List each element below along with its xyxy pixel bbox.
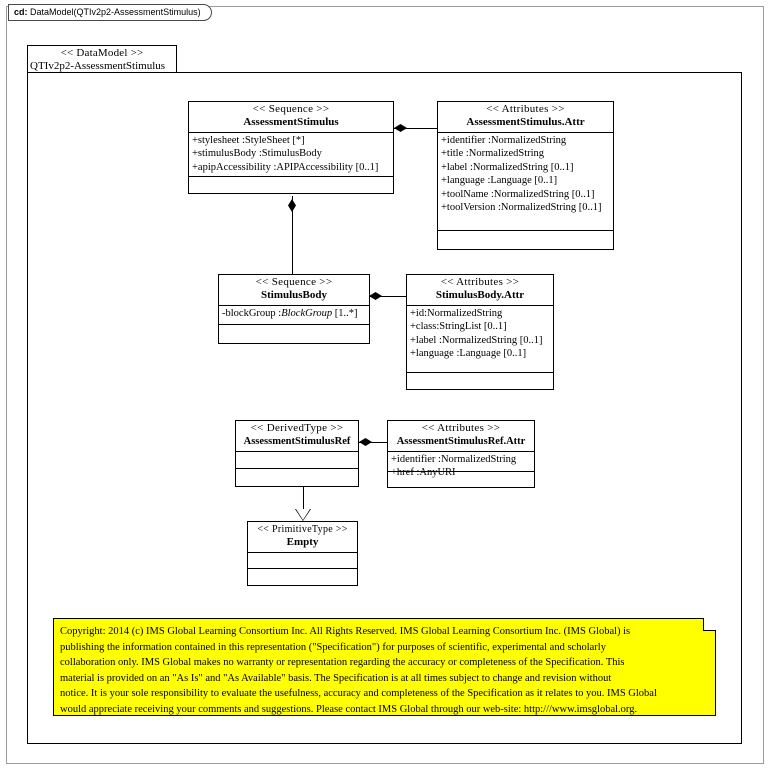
composition-diamond-assessmentstimulus-stimulusbody bbox=[288, 199, 296, 212]
attribute-row: +identifier :NormalizedString bbox=[391, 454, 517, 465]
class-stimulus-body-operations bbox=[219, 325, 369, 343]
connector-assessmentstimulus-to-stimulusbody bbox=[292, 196, 293, 277]
class-assessment-stimulus-ref-attributes bbox=[236, 452, 358, 469]
class-assessment-stimulus-attributes: +stylesheet :StyleSheet [*] +stimulusBod… bbox=[189, 133, 393, 177]
class-assessment-stimulus-ref-operations bbox=[236, 469, 358, 486]
attribute-row: +label :NormalizedString [0..1] bbox=[410, 334, 543, 346]
composition-diamond-stimulusbody-attr bbox=[369, 292, 382, 300]
note-fold-corner bbox=[703, 618, 716, 631]
note-line: material is provided on an "As Is" and "… bbox=[60, 672, 612, 684]
attribute-row: +stylesheet :StyleSheet [*] bbox=[192, 135, 305, 146]
attribute-row: +stimulusBody :StimulusBody bbox=[192, 148, 322, 160]
class-empty-attributes bbox=[248, 553, 357, 569]
class-assessment-stimulus[interactable]: << Sequence >> AssessmentStimulus +style… bbox=[188, 101, 394, 194]
class-assessment-stimulus-ref-attr-name: AssessmentStimulusRef.Attr bbox=[396, 436, 526, 447]
attribute-row: -blockGroup :BlockGroup [1..*] bbox=[222, 308, 358, 319]
attribute-row: +href :AnyURI bbox=[391, 467, 456, 479]
composition-diamond-assessmentstimulusref-attr bbox=[359, 438, 372, 446]
class-assessment-stimulus-ref-name: AssessmentStimulusRef bbox=[243, 436, 351, 447]
package-stereotype: << DataModel >> bbox=[60, 47, 144, 59]
diagram-frame-tab: cd: DataModel(QTIv2p2-AssessmentStimulus… bbox=[8, 4, 212, 21]
class-stimulus-body-stereotype: << Sequence >> bbox=[255, 276, 333, 288]
class-assessment-stimulus-attr[interactable]: << Attributes >> AssessmentStimulus.Attr… bbox=[437, 101, 614, 250]
class-assessment-stimulus-attr-attributes: +identifier :NormalizedString +title :No… bbox=[438, 133, 613, 231]
diagram-frame-tab-prefix: cd: bbox=[14, 7, 28, 17]
class-empty[interactable]: << PrimitiveType >> Empty bbox=[247, 521, 358, 586]
class-assessment-stimulus-name: AssessmentStimulus bbox=[243, 116, 339, 128]
attribute-row: +toolName :NormalizedString [0..1] bbox=[441, 188, 595, 200]
class-assessment-stimulus-ref[interactable]: << DerivedType >> AssessmentStimulusRef bbox=[235, 420, 359, 487]
class-assessment-stimulus-ref-header: << DerivedType >> AssessmentStimulusRef bbox=[236, 421, 358, 452]
class-assessment-stimulus-operations bbox=[189, 177, 393, 193]
attribute-row: +id:NormalizedString bbox=[410, 308, 503, 319]
class-stimulus-body-header: << Sequence >> StimulusBody bbox=[219, 275, 369, 306]
class-empty-operations bbox=[248, 569, 357, 585]
class-empty-name: Empty bbox=[286, 536, 319, 548]
note-line: notice. It is your sole responsibility t… bbox=[60, 688, 657, 700]
attribute-row: +language :Language [0..1] bbox=[410, 348, 527, 360]
class-assessment-stimulus-attr-operations bbox=[438, 231, 613, 249]
note-line: collaboration only. IMS Global makes no … bbox=[60, 657, 625, 669]
class-stimulus-body-attributes: -blockGroup :BlockGroup [1..*] bbox=[219, 306, 369, 325]
class-assessment-stimulus-attr-header: << Attributes >> AssessmentStimulus.Attr bbox=[438, 102, 613, 133]
class-assessment-stimulus-attr-name: AssessmentStimulus.Attr bbox=[466, 116, 585, 128]
connector-assessmentstimulusref-to-empty bbox=[303, 487, 304, 511]
attribute-row: +toolVersion :NormalizedString [0..1] bbox=[441, 202, 602, 214]
class-assessment-stimulus-ref-attr-header: << Attributes >> AssessmentStimulusRef.A… bbox=[388, 421, 534, 452]
attribute-row: +title :NormalizedString bbox=[441, 148, 545, 160]
package-name: QTIv2p2-AssessmentStimulus bbox=[30, 60, 166, 72]
copyright-note-text: Copyright: 2014 (c) IMS Global Learning … bbox=[54, 619, 715, 722]
attribute-row: +language :Language [0..1] bbox=[441, 175, 558, 187]
class-assessment-stimulus-ref-attr[interactable]: << Attributes >> AssessmentStimulusRef.A… bbox=[387, 420, 535, 488]
class-assessment-stimulus-attr-stereotype: << Attributes >> bbox=[486, 103, 565, 115]
class-stimulus-body-attr-name: StimulusBody.Attr bbox=[435, 289, 525, 301]
class-stimulus-body-attr-header: << Attributes >> StimulusBody.Attr bbox=[407, 275, 553, 306]
class-assessment-stimulus-ref-attr-stereotype: << Attributes >> bbox=[421, 422, 501, 434]
attribute-row: +class:StringList [0..1] bbox=[410, 321, 507, 333]
class-assessment-stimulus-ref-attr-attributes: +identifier :NormalizedString +href :Any… bbox=[388, 452, 534, 478]
class-stimulus-body-attr-operations bbox=[407, 373, 553, 391]
connector-assessmentstimulus-to-attr bbox=[393, 128, 438, 129]
copyright-note: Copyright: 2014 (c) IMS Global Learning … bbox=[53, 618, 716, 716]
class-stimulus-body-attr-attributes: +id:NormalizedString +class:StringList [… bbox=[407, 306, 553, 373]
class-stimulus-body-attr-stereotype: << Attributes >> bbox=[440, 276, 520, 288]
note-line: Copyright: 2014 (c) IMS Global Learning … bbox=[60, 626, 631, 637]
class-stimulus-body[interactable]: << Sequence >> StimulusBody -blockGroup … bbox=[218, 274, 370, 344]
class-assessment-stimulus-stereotype: << Sequence >> bbox=[252, 103, 330, 115]
class-assessment-stimulus-ref-stereotype: << DerivedType >> bbox=[250, 422, 344, 434]
generalization-arrow-empty bbox=[296, 509, 310, 520]
class-empty-header: << PrimitiveType >> Empty bbox=[248, 522, 357, 553]
class-assessment-stimulus-header: << Sequence >> AssessmentStimulus bbox=[189, 102, 393, 133]
class-stimulus-body-attr[interactable]: << Attributes >> StimulusBody.Attr +id:N… bbox=[406, 274, 554, 390]
package-header: << DataModel >> QTIv2p2-AssessmentStimul… bbox=[27, 45, 177, 73]
connector-assessmentstimulusref-to-attr bbox=[359, 442, 387, 443]
attribute-row: +identifier :NormalizedString bbox=[441, 135, 567, 146]
diagram-frame-tab-title: DataModel(QTIv2p2-AssessmentStimulus) bbox=[30, 7, 201, 17]
class-stimulus-body-name: StimulusBody bbox=[260, 289, 328, 301]
attribute-row: +label :NormalizedString [0..1] bbox=[441, 161, 574, 173]
connector-stimulusbody-to-attr bbox=[369, 296, 407, 297]
note-line: would appreciate receiving your comments… bbox=[60, 703, 638, 715]
class-empty-stereotype: << PrimitiveType >> bbox=[257, 524, 348, 535]
composition-diamond-assessmentstimulus-attr bbox=[394, 124, 407, 132]
note-line: publishing the information contained in … bbox=[60, 641, 606, 653]
attribute-row: +apipAccessibility :APIPAccessibility [0… bbox=[192, 161, 379, 173]
